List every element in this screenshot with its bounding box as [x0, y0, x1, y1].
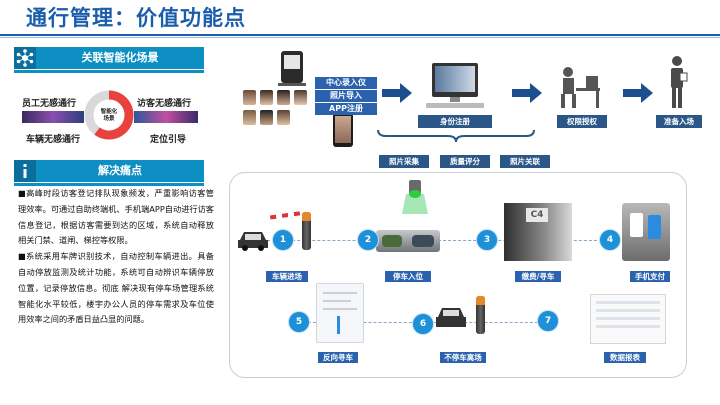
scene-strip-left — [22, 111, 84, 123]
face-photo — [260, 90, 273, 105]
scene-strip-right — [134, 111, 198, 123]
parked-cars-image — [376, 230, 440, 252]
computer-monitor-icon — [432, 63, 478, 97]
kiosk-base — [278, 83, 306, 86]
title-divider — [0, 34, 720, 36]
step-number: 4 — [599, 229, 621, 251]
step-number: 3 — [476, 229, 498, 251]
donut-label-employee: 员工无感通行 — [22, 99, 77, 109]
step-number: 6 — [412, 313, 434, 335]
gate-terminal-icon — [302, 212, 311, 250]
face-photo — [294, 90, 307, 105]
face-photo — [277, 90, 290, 105]
pill-app-register: APP注册 — [315, 103, 377, 115]
sub-photo-link: 照片关联 — [500, 155, 550, 168]
caption-park-in-spot: 停车入位 — [385, 271, 431, 282]
step-number: 2 — [357, 229, 379, 251]
parking-sign: C4 — [526, 208, 548, 222]
donut-label-locate: 定位引导 — [150, 135, 187, 145]
mobile-pay-image — [622, 203, 670, 261]
car-icon — [238, 232, 268, 251]
donut-label-visitor: 访客无感通行 — [137, 99, 192, 109]
phone-icon — [333, 113, 353, 147]
title-divider-thin — [0, 37, 720, 38]
flow-arrow-icon — [512, 83, 542, 103]
step-number: 7 — [537, 310, 559, 332]
flow-arrow-icon — [623, 83, 653, 103]
car-front-icon — [436, 308, 466, 327]
face-photo — [260, 110, 273, 125]
sub-photo-capture: 照片采集 — [379, 155, 429, 168]
donut-center-label: 智能化 场景 — [100, 109, 118, 122]
section-header-scenarios: 关联智能化场景 — [14, 47, 204, 69]
page-title: 通行管理：价值功能点 — [26, 6, 246, 30]
painpoint-paragraph-visitor: ■高峰时段访客登记排队现象频发，严重影响访客管理效率。可通过自助终端机、手机端A… — [18, 188, 214, 246]
section-title: 解决痛点 — [98, 164, 142, 177]
caption-reverse-find: 反向寻车 — [318, 352, 358, 363]
sub-quality-score: 质量评分 — [440, 155, 490, 168]
caption-data-report: 数据报表 — [604, 352, 646, 363]
report-screen-image — [590, 294, 666, 344]
monitor-stand — [450, 97, 460, 102]
caption-mobile-payment: 手机支付 — [630, 271, 670, 282]
map-screen-image — [316, 283, 364, 343]
flow-arrow-icon — [382, 83, 412, 103]
step-permission-grant: 权限授权 — [557, 115, 607, 128]
pill-photo-import: 照片导入 — [315, 90, 377, 102]
face-photo — [243, 90, 256, 105]
section-underline — [14, 70, 204, 73]
painpoint-text: ■高峰时段访客登记排队现象频发，严重影响访客管理效率。可通过自助终端机、手机端A… — [18, 186, 214, 328]
step-identity-register: 身份注册 — [418, 115, 492, 128]
face-photos-grid — [243, 90, 325, 128]
face-photo — [277, 110, 290, 125]
step-number: 1 — [272, 229, 294, 251]
gate-terminal-icon — [476, 296, 485, 334]
info-icon — [14, 160, 36, 182]
caption-pay-find-car: 缴费/寻车 — [515, 271, 561, 282]
parking-flow-panel — [229, 172, 687, 378]
pill-center-entry: 中心录入仪 — [315, 77, 377, 89]
donut-label-vehicle: 车辆无感通行 — [26, 135, 81, 145]
parking-light-icon — [402, 180, 428, 214]
caption-nonstop-exit: 不停车离场 — [440, 352, 486, 363]
parking-garage-image: C4 — [504, 203, 572, 261]
step-number: 5 — [288, 311, 310, 333]
caption-vehicle-entry: 车辆进场 — [266, 271, 308, 282]
section-title: 关联智能化场景 — [81, 51, 159, 64]
scenario-donut — [84, 90, 134, 140]
brace-connector — [377, 129, 535, 143]
admin-desk-icon — [561, 67, 600, 108]
kiosk-device-icon — [281, 51, 303, 83]
network-icon — [14, 47, 36, 69]
keyboard — [426, 103, 484, 108]
face-photo — [243, 110, 256, 125]
person-walking-icon — [671, 56, 688, 108]
step-ready-enter: 准备入场 — [656, 115, 702, 128]
painpoint-paragraph-parking: ■系统采用车牌识别技术，自动控制车辆进出。具备自动停放监测及统计功能，系统可自动… — [18, 251, 214, 325]
section-header-painpoints: 解决痛点 — [14, 160, 204, 182]
section-underline — [14, 183, 204, 186]
